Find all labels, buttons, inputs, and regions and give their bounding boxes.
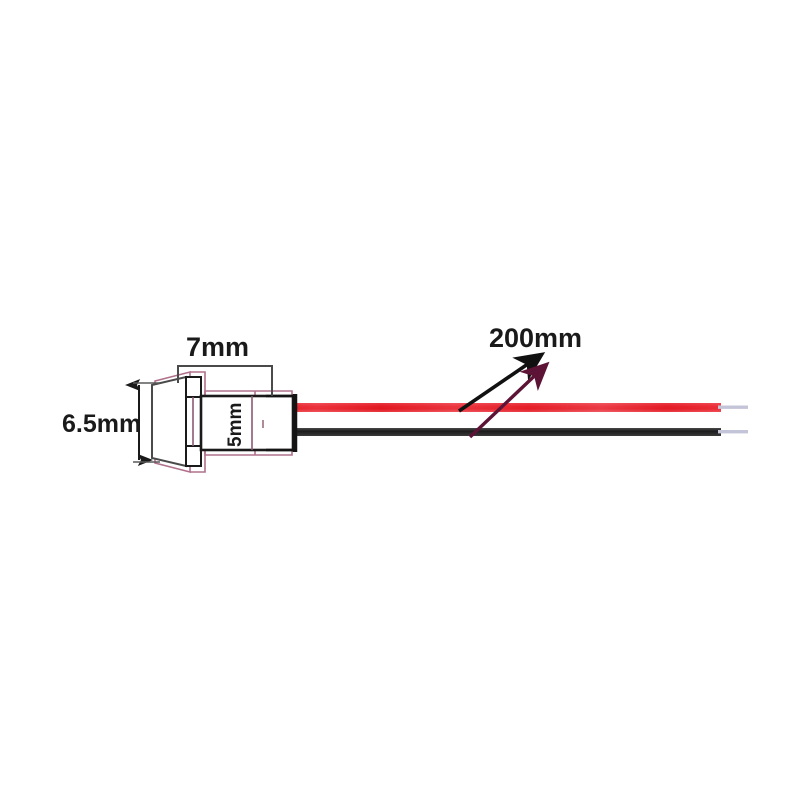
connector-assembly	[151, 370, 298, 474]
dimension-height-label: 6.5mm	[62, 410, 141, 438]
dimension-body-length: 5mm	[225, 403, 246, 447]
dimension-wire-length: 200mm	[457, 323, 582, 439]
wire-group	[262, 403, 748, 436]
dimension-wire-length-label: 200mm	[489, 323, 582, 353]
red-wire	[262, 403, 748, 412]
black-wire-body	[262, 428, 721, 436]
black-wire	[262, 428, 748, 436]
connector-body	[199, 394, 295, 452]
dimension-body-length-label: 5mm	[225, 403, 246, 447]
dimension-width-bracket	[177, 365, 273, 396]
red-wire-shade	[262, 403, 721, 412]
connector-head	[151, 375, 187, 468]
dimension-width: 7mm	[177, 332, 273, 396]
wire-length-leader-black	[468, 361, 550, 439]
red-wire-tip	[718, 405, 748, 409]
black-wire-tip	[718, 430, 748, 434]
dimension-height: 6.5mm	[62, 379, 160, 466]
dimension-width-label: 7mm	[186, 332, 249, 362]
